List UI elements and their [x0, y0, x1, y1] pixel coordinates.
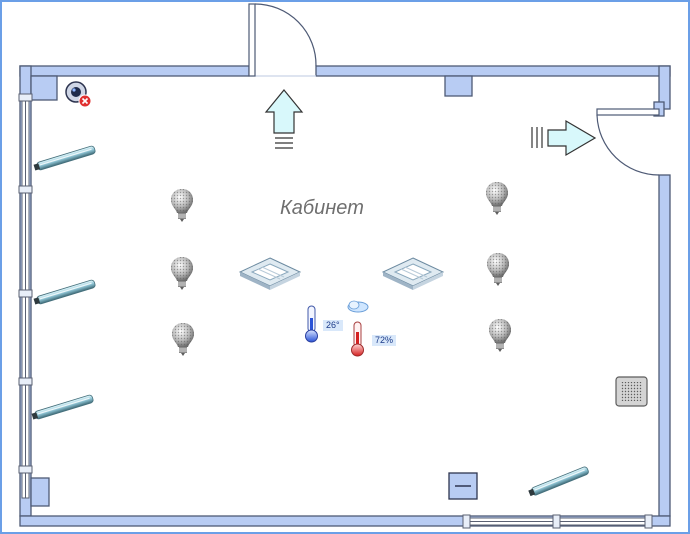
light-bulb-icon[interactable]: [488, 318, 512, 353]
socket-icon[interactable]: [448, 472, 478, 500]
light-bulb-icon[interactable]: [485, 181, 509, 216]
temperature-readout: 26°: [323, 320, 343, 331]
weather-icon[interactable]: [347, 300, 369, 313]
light-bulb-icon[interactable]: [170, 256, 194, 291]
wall-lamp-icon[interactable]: [32, 278, 97, 307]
window-left: [18, 93, 33, 499]
vent-icon[interactable]: [615, 376, 648, 407]
ceiling-ac-icon[interactable]: [382, 257, 444, 291]
wall-lamp-icon[interactable]: [527, 465, 590, 498]
room-title: Кабинет: [280, 197, 364, 219]
door-right[interactable]: [596, 108, 660, 176]
light-bulb-icon[interactable]: [170, 188, 194, 223]
window-bottom: [462, 514, 653, 529]
wall-lamp-icon[interactable]: [32, 144, 97, 173]
light-bulb-icon[interactable]: [486, 252, 510, 287]
humidity-thermometer-icon[interactable]: [351, 321, 364, 357]
thermometer-icon[interactable]: [305, 305, 318, 343]
door-top[interactable]: [248, 3, 317, 77]
error-badge-icon: [78, 94, 92, 108]
humidity-readout: 72%: [372, 335, 397, 346]
ceiling-ac-icon[interactable]: [239, 257, 301, 291]
entry-arrow-icon[interactable]: [264, 89, 304, 149]
light-bulb-icon[interactable]: [171, 322, 195, 357]
exit-arrow-icon[interactable]: [531, 119, 597, 157]
wall-lamp-icon[interactable]: [30, 393, 95, 422]
